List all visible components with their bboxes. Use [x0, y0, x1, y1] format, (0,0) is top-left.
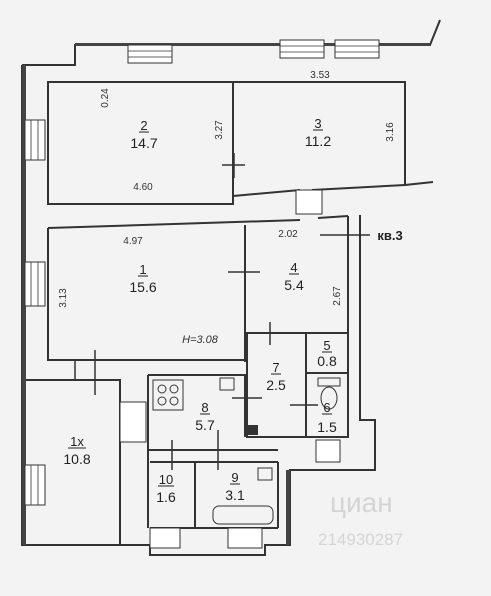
dim-4-97: 4.97 [123, 236, 143, 247]
window [24, 464, 46, 506]
window [127, 44, 173, 64]
dim-0-24: 0.24 [100, 88, 111, 108]
window [24, 261, 46, 307]
stove-icon [152, 379, 184, 411]
window [334, 39, 380, 59]
room-1x-number: 1х [70, 434, 84, 449]
window [119, 401, 147, 443]
room-7-area: 2.5 [266, 377, 286, 393]
room-1-walls [47, 228, 245, 361]
windows [24, 39, 380, 549]
dimension-labels: 0.24 4.60 3.27 3.53 3.16 4.97 3.13 2.02 … [58, 70, 396, 308]
wall-fill [22, 43, 430, 545]
sink-icon [219, 377, 235, 391]
room-1x-walls [22, 379, 121, 545]
window-mullions [30, 45, 379, 505]
room-3-area: 11.2 [305, 133, 331, 149]
dim-3-13: 3.13 [58, 288, 69, 308]
room-1-area: 15.6 [129, 279, 156, 295]
room-5-number: 5 [323, 338, 330, 353]
room-2-number: 2 [140, 118, 147, 133]
ceiling-height-label: Н=3.08 [182, 334, 219, 346]
room-2-area: 14.7 [130, 135, 157, 151]
room-labels: 2 14.7 3 11.2 1 15.6 4 5.4 5 0.8 7 2.5 6… [63, 116, 337, 505]
room-3-walls [233, 81, 434, 187]
window [315, 439, 341, 463]
window [295, 189, 323, 215]
room-number-underlines [68, 129, 332, 487]
window [279, 39, 325, 59]
room-4-number: 4 [290, 260, 297, 275]
room-6-area: 1.5 [317, 419, 337, 435]
room-7-walls [246, 333, 307, 438]
room-10-area: 1.6 [156, 489, 176, 505]
bathroom-sink-icon [257, 467, 273, 481]
room-5-area: 0.8 [317, 353, 337, 369]
toilet-icon [317, 377, 341, 410]
room-8-number: 8 [201, 400, 208, 415]
window [227, 527, 263, 549]
dim-3-53: 3.53 [310, 70, 330, 81]
room-8-area: 5.7 [195, 417, 215, 433]
room-9-number: 9 [231, 470, 238, 485]
room-1-number: 1 [139, 262, 146, 277]
watermark-id: 214930287 [318, 530, 403, 549]
room-7-number: 7 [272, 360, 279, 375]
room-9-area: 3.1 [225, 487, 245, 503]
room-10-number: 10 [159, 472, 173, 487]
dim-4-60: 4.60 [133, 182, 153, 193]
dim-2-67: 2.67 [332, 286, 343, 306]
bathtub-icon [212, 505, 274, 525]
riser-icon [248, 425, 258, 435]
apartment-label: кв.3 [377, 228, 402, 243]
dim-3-27: 3.27 [214, 120, 225, 140]
room-1x-area: 10.8 [63, 451, 90, 467]
dim-3-16: 3.16 [385, 122, 396, 142]
door-marks [74, 153, 370, 470]
dim-2-02: 2.02 [278, 229, 298, 240]
window [149, 527, 181, 549]
room-3-number: 3 [314, 116, 321, 131]
watermark-logo-text: циан [330, 487, 393, 518]
window [24, 119, 46, 161]
room-8-walls [148, 374, 246, 437]
room-4-area: 5.4 [284, 277, 304, 293]
room-6-number: 6 [323, 400, 330, 415]
